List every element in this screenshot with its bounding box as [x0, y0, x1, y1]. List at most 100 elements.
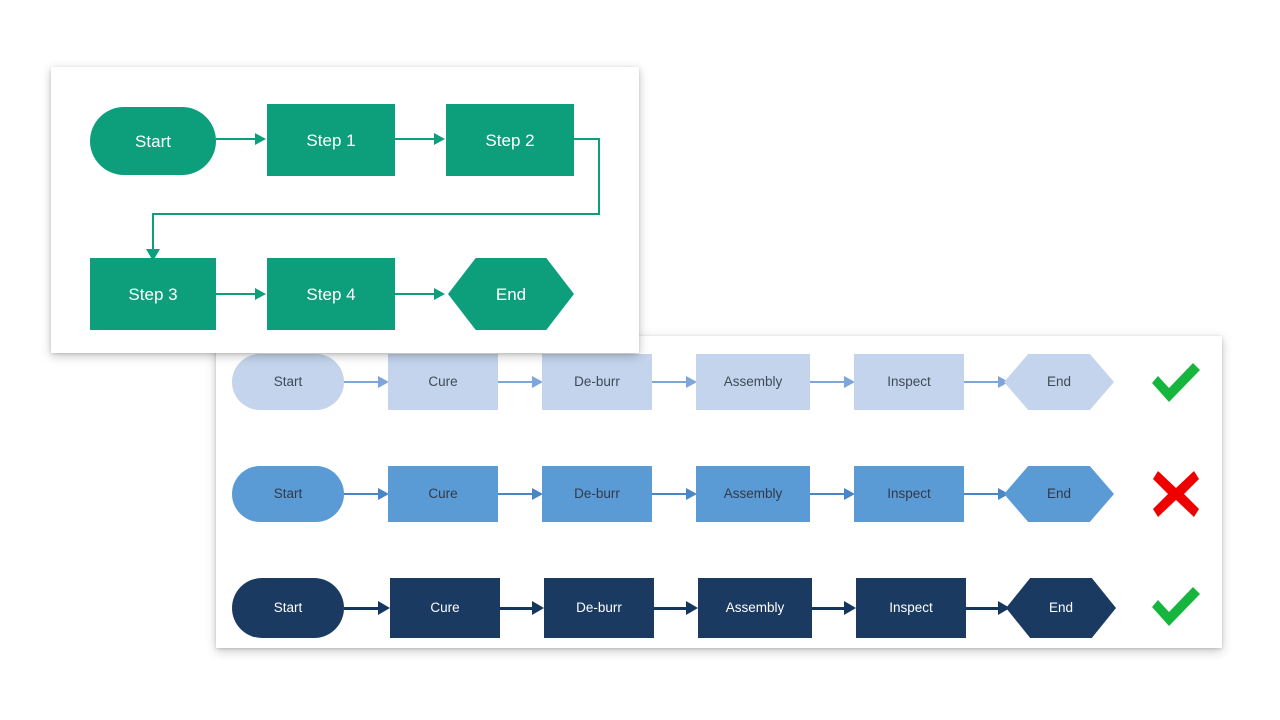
node-step4-template[interactable]: Step 4: [267, 258, 395, 330]
node-deburr-light[interactable]: De-burr: [542, 354, 652, 410]
node-inspect-light[interactable]: Inspect: [854, 354, 964, 410]
node-end-light[interactable]: End: [1004, 354, 1114, 410]
connector-elbow-v-left: [152, 213, 154, 251]
connector-line: [498, 493, 532, 495]
node-label: Start: [273, 374, 303, 390]
connector-arrowhead-icon: [844, 488, 855, 500]
template-flowchart: Start Step 1 Step 2 Step 3: [51, 67, 639, 353]
node-assembly-dark[interactable]: Assembly: [698, 578, 812, 638]
connector-elbow-h-mid: [152, 213, 600, 215]
connector-arrowhead-icon: [844, 376, 855, 388]
connector-arrowhead-icon: [434, 288, 445, 300]
connector-line-step1-step2: [395, 138, 434, 140]
node-label: De-burr: [574, 486, 620, 502]
node-assembly-medium[interactable]: Assembly: [696, 466, 810, 522]
connector-line-start-step1: [216, 138, 255, 140]
connector-arrowhead-icon: [844, 601, 856, 615]
connector-line: [344, 493, 378, 495]
node-label: De-burr: [576, 600, 622, 616]
node-end-medium[interactable]: End: [1004, 466, 1114, 522]
node-label: Step 3: [128, 284, 178, 304]
node-label: Assembly: [723, 374, 783, 390]
node-label: Assembly: [723, 486, 783, 502]
cross-mark-icon: [1153, 471, 1199, 517]
connector-line: [812, 607, 844, 610]
node-label: End: [1046, 486, 1072, 502]
node-end-template[interactable]: End: [448, 258, 574, 330]
node-deburr-dark[interactable]: De-burr: [544, 578, 654, 638]
connector-line: [344, 607, 378, 610]
node-deburr-medium[interactable]: De-burr: [542, 466, 652, 522]
node-label: End: [1048, 600, 1074, 616]
connector-arrowhead-icon: [378, 376, 389, 388]
node-step1-template[interactable]: Step 1: [267, 104, 395, 176]
node-label: Inspect: [887, 486, 931, 502]
node-start-light[interactable]: Start: [232, 354, 344, 410]
connector-arrowhead-icon: [998, 376, 1009, 388]
node-label: End: [495, 284, 527, 304]
node-inspect-medium[interactable]: Inspect: [854, 466, 964, 522]
connector-line: [652, 493, 686, 495]
node-label: Start: [273, 600, 303, 616]
node-label: Cure: [428, 486, 458, 502]
node-label: Assembly: [725, 600, 785, 616]
connector-line: [964, 381, 998, 383]
connector-arrowhead-icon: [686, 488, 697, 500]
node-cure-medium[interactable]: Cure: [388, 466, 498, 522]
node-label: Step 4: [306, 284, 356, 304]
connector-line: [654, 607, 686, 610]
connector-arrowhead-icon: [998, 488, 1009, 500]
verdict-check-dark: [1146, 580, 1206, 632]
connector-line: [498, 381, 532, 383]
connector-line: [500, 607, 532, 610]
node-start-medium[interactable]: Start: [232, 466, 344, 522]
node-label: End: [1046, 374, 1072, 390]
connector-line: [966, 607, 998, 610]
process-row-light[interactable]: Start Cure De-burr Assembly Inspect: [216, 338, 1222, 424]
node-label: Start: [273, 486, 303, 502]
node-step3-template[interactable]: Step 3: [90, 258, 216, 330]
connector-arrowhead-icon: [378, 601, 390, 615]
verdict-check-light: [1146, 356, 1206, 408]
connector-line: [652, 381, 686, 383]
connector-elbow-v-right: [598, 138, 600, 215]
node-cure-light[interactable]: Cure: [388, 354, 498, 410]
check-mark-icon: [1152, 587, 1200, 626]
node-label: Start: [135, 131, 171, 151]
node-step2-template[interactable]: Step 2: [446, 104, 574, 176]
node-cure-dark[interactable]: Cure: [390, 578, 500, 638]
node-end-dark[interactable]: End: [1006, 578, 1116, 638]
node-start-template[interactable]: Start: [90, 107, 216, 175]
check-mark-icon: [1152, 363, 1200, 402]
node-label: Step 2: [485, 130, 535, 150]
connector-arrowhead-icon: [686, 376, 697, 388]
node-inspect-dark[interactable]: Inspect: [856, 578, 966, 638]
connector-line: [810, 493, 844, 495]
node-label: Step 1: [306, 130, 356, 150]
node-label: Inspect: [889, 600, 933, 616]
connector-arrowhead-icon: [434, 133, 445, 145]
node-start-dark[interactable]: Start: [232, 578, 344, 638]
connector-line-step4-end: [395, 293, 434, 295]
connector-arrowhead-icon: [686, 601, 698, 615]
process-row-dark[interactable]: Start Cure De-burr Assembly Inspect: [216, 562, 1222, 648]
connector-line: [810, 381, 844, 383]
flowchart-template-panel[interactable]: Start Step 1 Step 2 Step 3: [51, 67, 639, 353]
node-label: Cure: [428, 374, 458, 390]
process-row-medium[interactable]: Start Cure De-burr Assembly Inspect: [216, 450, 1222, 536]
connector-line: [964, 493, 998, 495]
node-label: De-burr: [574, 374, 620, 390]
connector-arrowhead-icon: [532, 376, 543, 388]
connector-line: [344, 381, 378, 383]
connector-arrowhead-icon: [532, 488, 543, 500]
verdict-cross-medium: [1146, 466, 1206, 522]
node-label: Cure: [430, 600, 460, 616]
connector-arrowhead-icon: [255, 133, 266, 145]
connector-line-step3-step4: [216, 293, 255, 295]
process-variants-panel[interactable]: Start Cure De-burr Assembly Inspect: [216, 336, 1222, 648]
node-assembly-light[interactable]: Assembly: [696, 354, 810, 410]
node-label: Inspect: [887, 374, 931, 390]
connector-arrowhead-icon: [255, 288, 266, 300]
connector-arrowhead-icon: [998, 601, 1010, 615]
